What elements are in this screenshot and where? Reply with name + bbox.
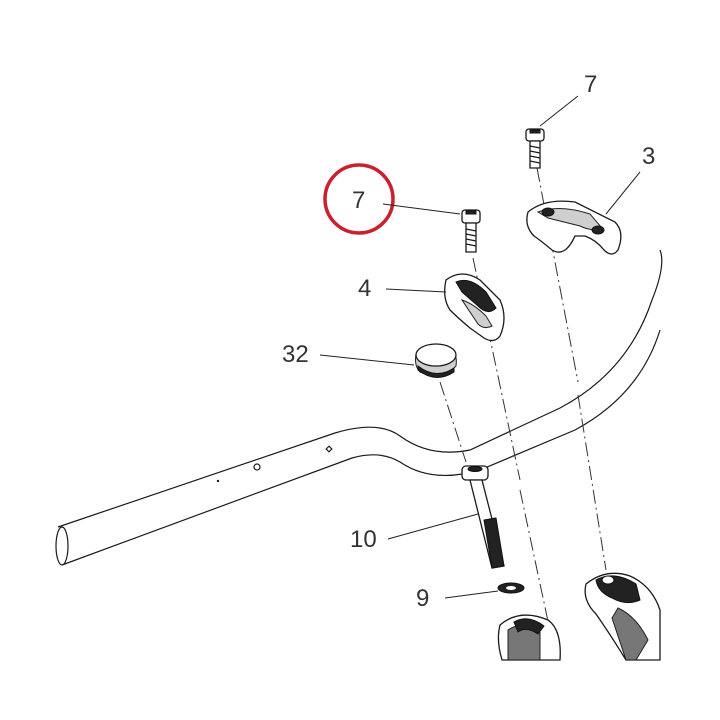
- highlight-circle: [323, 163, 395, 235]
- callout-clamp: 4: [358, 275, 371, 302]
- handlebar: [55, 249, 663, 566]
- lower-clamp-base-right: [584, 572, 661, 661]
- callout-washer: 9: [416, 585, 429, 612]
- leader-lines: [319, 95, 641, 599]
- assembly-axes: [439, 167, 607, 641]
- cap-part: [415, 343, 457, 378]
- upper-clamp-part: [526, 200, 622, 255]
- bolt-highlighted: [461, 209, 481, 253]
- callout-bolt-highlighted: 7: [352, 187, 365, 214]
- long-bolt-part: [461, 465, 505, 569]
- washer-part: [497, 582, 525, 594]
- lower-clamp-base-center: [497, 614, 561, 661]
- clamp-part: [444, 273, 505, 342]
- callout-bolt-top: 7: [584, 71, 597, 98]
- callout-cap: 32: [282, 341, 309, 368]
- callout-long-bolt: 10: [350, 526, 377, 553]
- callout-upper-clamp: 3: [642, 143, 655, 170]
- bolt-top-right: [525, 128, 545, 169]
